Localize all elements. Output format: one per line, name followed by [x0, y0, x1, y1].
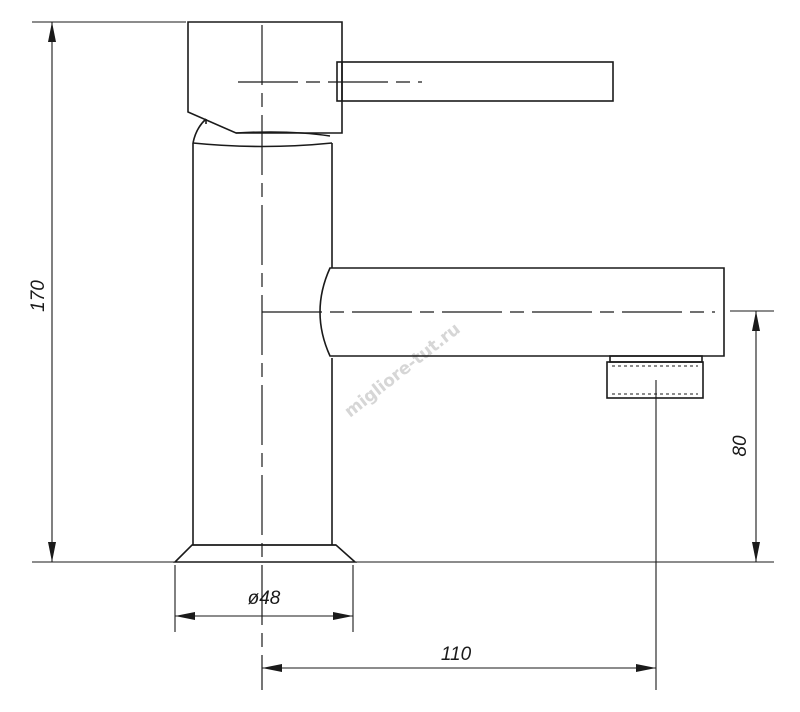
total-height-label: 170: [28, 280, 49, 312]
handle-block: [187, 21, 343, 134]
spout-aerator: [606, 355, 704, 399]
spout-height-label: 80: [730, 435, 751, 457]
dimension-total-height: 170: [28, 21, 186, 562]
dimension-spout-reach: 110: [262, 380, 657, 690]
dimension-base-diameter: ø48: [174, 565, 354, 632]
dimension-spout-height: 80: [730, 310, 774, 562]
base-diameter-label: ø48: [248, 588, 281, 609]
faucet-spout: [319, 267, 725, 357]
watermark-text: migliore-tut.ru: [341, 319, 465, 422]
spout-reach-label: 110: [441, 644, 472, 665]
faucet-base: [173, 544, 358, 563]
center-lines: [238, 25, 715, 690]
